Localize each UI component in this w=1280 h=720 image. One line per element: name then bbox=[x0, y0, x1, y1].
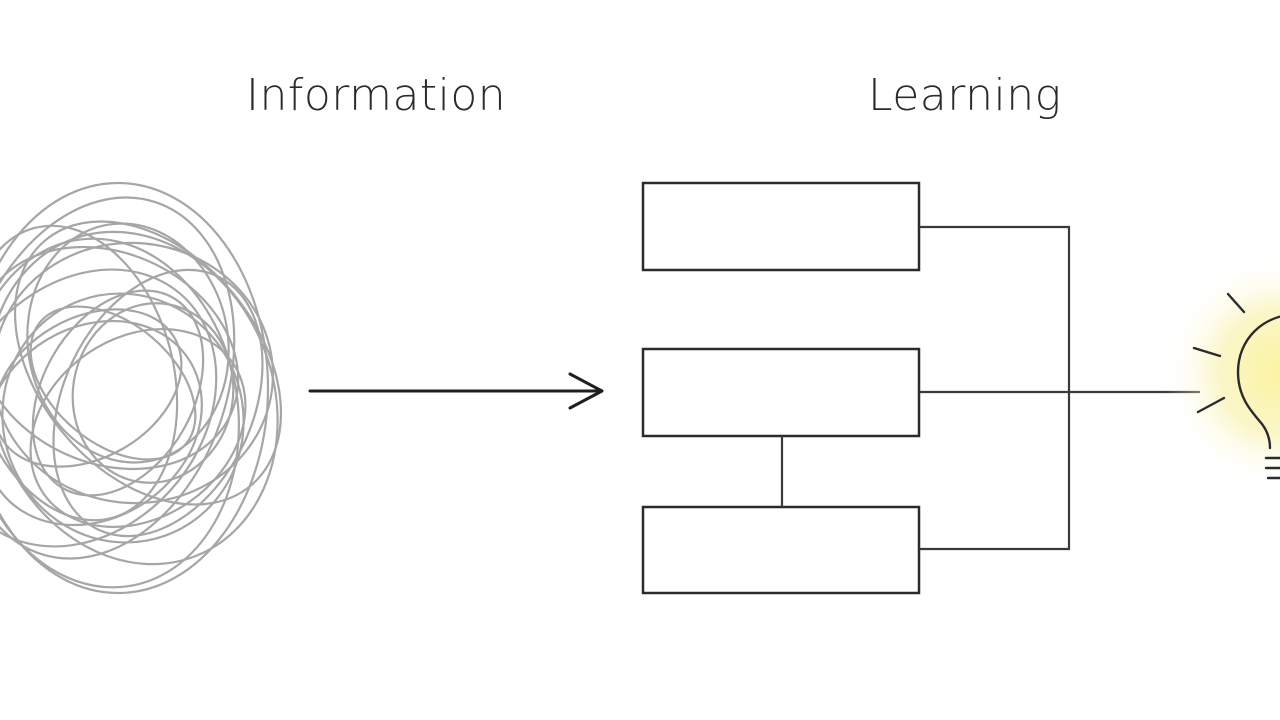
connector-lines bbox=[780, 225, 1200, 551]
structure-box-bottom bbox=[641, 505, 921, 595]
structure-box-top bbox=[641, 181, 921, 272]
scribble-loop bbox=[0, 181, 270, 595]
scribble-loop bbox=[71, 302, 235, 484]
scribble-loop bbox=[31, 289, 205, 497]
scribble-loop bbox=[13, 220, 283, 506]
scribble-loop bbox=[0, 308, 183, 468]
scribble-loop bbox=[0, 196, 236, 560]
scribble-loop bbox=[0, 241, 275, 505]
learning-label: Learning bbox=[868, 70, 1062, 121]
information-label: Information bbox=[246, 70, 507, 121]
right-arrow-icon bbox=[308, 372, 604, 410]
scribble-loop bbox=[26, 222, 230, 464]
lightbulb-icon bbox=[1164, 254, 1280, 490]
structure-box-middle bbox=[641, 347, 921, 438]
scribble-loop bbox=[29, 305, 197, 461]
tangled-scribble-icon bbox=[0, 181, 283, 595]
scribble-loop bbox=[29, 327, 247, 529]
scribble-loop bbox=[52, 268, 264, 538]
scribble-loop bbox=[1, 292, 245, 544]
scribble-loop bbox=[0, 268, 218, 548]
scribble-loop bbox=[0, 319, 203, 527]
scribble-loop bbox=[0, 237, 240, 589]
